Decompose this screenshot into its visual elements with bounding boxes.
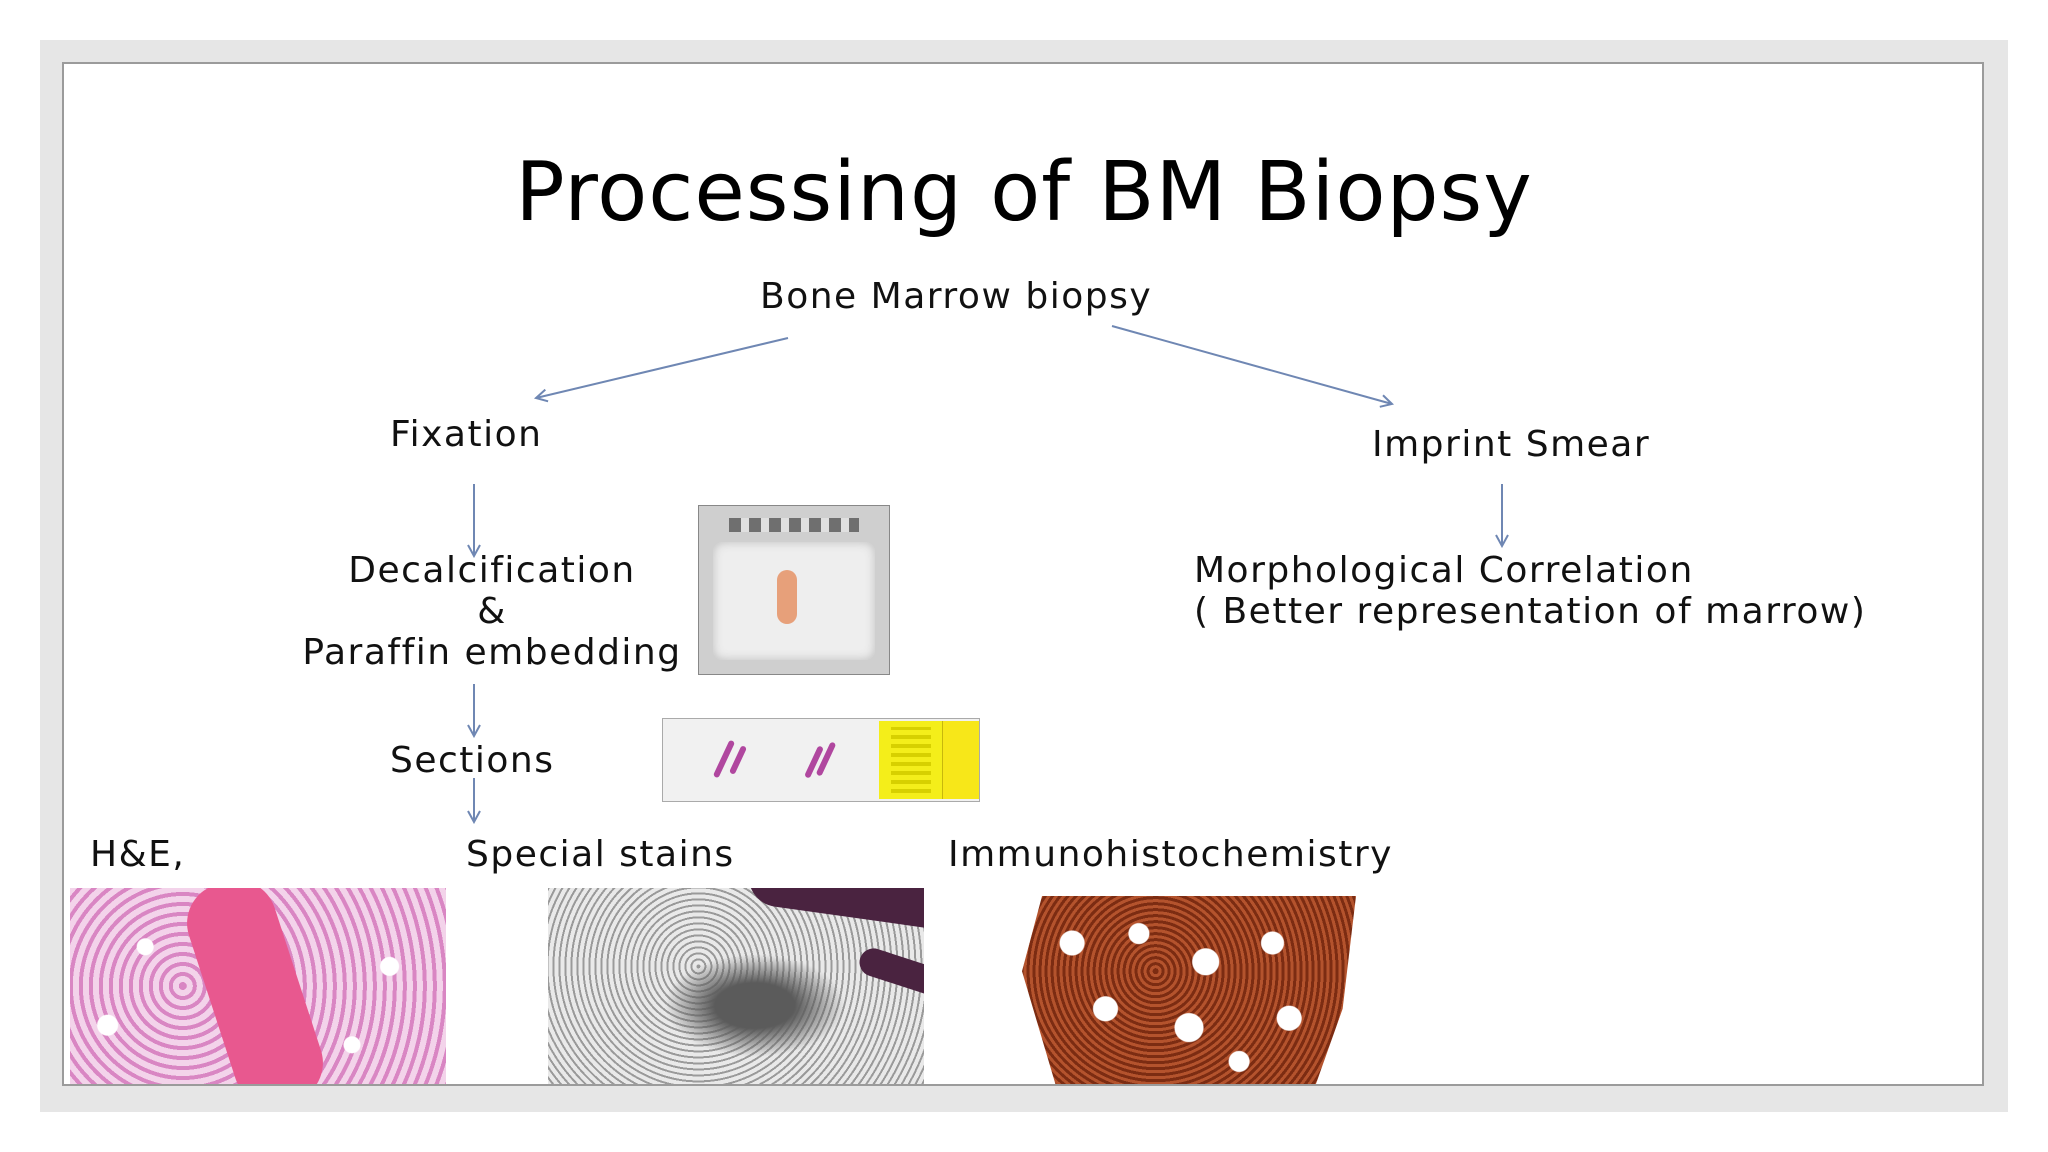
special-stains-label: Special stains <box>466 834 735 875</box>
ihc-micrograph <box>1022 896 1356 1084</box>
morphological-correlation-line: Morphological Correlation <box>1194 550 1694 591</box>
he-micrograph <box>70 888 446 1084</box>
arrow-root-to-fixation <box>536 337 789 398</box>
slide-title: Processing of BM Biopsy <box>515 145 1533 240</box>
fixation-label: Fixation <box>390 414 543 455</box>
special-stain-micrograph <box>548 888 924 1084</box>
arrow-root-to-imprint <box>1111 325 1392 404</box>
root-node-label: Bone Marrow biopsy <box>760 276 1153 317</box>
paraffin-embedding-line: Paraffin embedding <box>302 632 682 673</box>
better-representation-line: ( Better representation of marrow) <box>1194 591 1867 632</box>
sections-label: Sections <box>390 740 555 781</box>
ampersand-line: & <box>477 591 507 632</box>
he-stain-label: H&E, <box>90 834 186 875</box>
decalcification-line: Decalcification <box>348 550 636 591</box>
decalcification-block: Decalcification & Paraffin embedding <box>282 550 702 673</box>
tissue-cassette-photo <box>698 505 890 675</box>
ihc-label: Immunohistochemistry <box>948 834 1393 875</box>
glass-slide-photo <box>662 718 980 802</box>
imprint-smear-label: Imprint Smear <box>1372 424 1651 465</box>
morphological-correlation-block: Morphological Correlation ( Better repre… <box>1194 550 1866 632</box>
